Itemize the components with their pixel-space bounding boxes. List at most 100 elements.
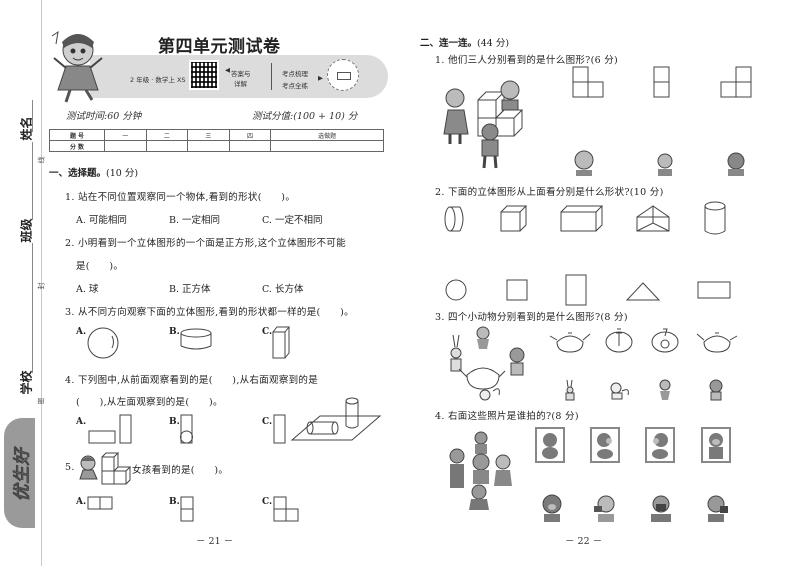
- school-label: 学校: [19, 370, 34, 395]
- question-2-text: 2. 小明看到一个立体图形的一个面是正方形,这个立体图形不可能: [65, 238, 346, 249]
- header-cell-section-3: 三: [187, 129, 230, 141]
- girl-observer-icon: [75, 454, 103, 480]
- q5-option-b-figure: [180, 496, 194, 522]
- triangle-shape: [626, 281, 660, 301]
- banner-separator: [271, 63, 272, 90]
- r-question-3-text: 3. 四个小动物分别看到的是什么图形?(8 分): [435, 312, 628, 323]
- cuboid-icon: [560, 205, 604, 233]
- answer-label-line1: 答案与: [231, 70, 251, 78]
- question-3-text: 3. 从不同方向观察下面的立体图形,看到的形状都一样的是( )。: [65, 307, 354, 318]
- q4-option-b[interactable]: B.: [169, 417, 180, 427]
- qr-code-answers[interactable]: [189, 60, 219, 90]
- brand-logo-text: 优生好: [12, 447, 33, 502]
- section-2-title-text: 二、连一连。: [420, 38, 478, 49]
- section-2-title: 二、连一连。(44 分): [420, 35, 509, 49]
- teapot-side-view-2: [696, 330, 738, 354]
- question-4-text-cont: ( ),从左面观察到的是( )。: [76, 397, 223, 408]
- score-table-header-row: 题 号 一 二 三 四 选做题: [49, 129, 384, 141]
- score-cell[interactable]: [228, 140, 272, 152]
- q5-option-c[interactable]: C.: [262, 497, 273, 507]
- q2-option-a[interactable]: A. 球: [76, 284, 99, 295]
- q4-option-a-figure: [88, 414, 134, 444]
- score-table: 题 号 一 二 三 四 选做题 分 数: [49, 129, 384, 152]
- wide-rectangle-shape: [697, 281, 731, 299]
- photo-monkey-front[interactable]: [701, 427, 731, 463]
- score-cell[interactable]: [187, 140, 230, 152]
- sphere-icon: [86, 326, 120, 360]
- score-table-score-row: 分 数: [49, 140, 384, 152]
- r-question-2-text: 2. 下面的立体图形从上面看分别是什么形状?(10 分): [435, 187, 664, 198]
- review-label-line2: 考点全练: [282, 82, 308, 90]
- teapot-handle-view: [604, 328, 634, 354]
- answer-arrow-icon: ◀: [225, 66, 230, 74]
- animals-around-teapot-scene: [443, 325, 533, 401]
- name-rule: [32, 142, 33, 220]
- header-cell-optional: 选做题: [270, 129, 384, 141]
- photo-monkey-back[interactable]: [535, 427, 565, 463]
- q2-option-b[interactable]: B. 正方体: [169, 284, 211, 295]
- kids-photographing-monkey-scene: [445, 432, 512, 510]
- grade-label: 2 年级 · 数学上 XS: [130, 76, 186, 84]
- triangular-prism-icon: [636, 205, 670, 233]
- monkey-icon: [656, 379, 674, 400]
- page-title: 第四单元测试卷: [158, 37, 281, 57]
- q4-option-a[interactable]: A.: [76, 417, 87, 427]
- tall-cuboid-icon: [272, 326, 292, 360]
- score-cell[interactable]: [270, 140, 384, 152]
- seal-mark-secret: 密: [37, 397, 46, 405]
- r-question-4-text: 4. 右面这些照片是谁拍的?(8 分): [435, 411, 579, 422]
- name-label: 姓名: [19, 116, 34, 141]
- q1-option-a[interactable]: A. 可能相同: [76, 215, 127, 226]
- q3-option-a[interactable]: A.: [76, 327, 87, 337]
- q4-option-c[interactable]: C.: [262, 417, 273, 427]
- question-2-text-cont: 是( )。: [76, 261, 124, 272]
- q1-option-b[interactable]: B. 一定相同: [169, 215, 221, 226]
- q2-option-c[interactable]: C. 长方体: [262, 284, 304, 295]
- kid-girl-side-icon: [652, 152, 676, 176]
- q5-option-a[interactable]: A.: [76, 497, 87, 507]
- q3-option-c[interactable]: C.: [262, 327, 273, 337]
- teapot-side-view-1: [549, 330, 591, 354]
- lying-cylinder-icon: [444, 205, 468, 233]
- teapot-spout-view: [650, 328, 680, 354]
- photographer-monkey-icon: [540, 494, 564, 522]
- test-time: 测试时间:60 分钟: [66, 111, 142, 122]
- q3-option-b[interactable]: B.: [169, 327, 180, 337]
- tall-rectangle-shape: [565, 274, 587, 306]
- review-label-line1: 考点梳理: [282, 70, 308, 78]
- kid-boy-back-icon: [724, 152, 748, 176]
- three-kids-cubes-scene: [440, 78, 540, 170]
- score-cell[interactable]: [104, 140, 147, 152]
- seal-mark-seal: 封: [37, 282, 46, 290]
- cylinders-on-plane-figure: [290, 396, 382, 442]
- kid-girl-front-icon: [572, 150, 596, 176]
- question-1-text: 1. 站在不同位置观察同一个物体,看到的形状( )。: [65, 192, 296, 203]
- photo-monkey-right-side[interactable]: [590, 427, 620, 463]
- test-score: 测试分值:(100 + 10) 分: [252, 111, 358, 122]
- view-shape-l-right: [572, 66, 604, 98]
- question-5-text: 女孩看到的是( )。: [132, 465, 229, 476]
- section-2-points: (44 分): [477, 38, 510, 49]
- photo-monkey-left-side[interactable]: [645, 427, 675, 463]
- header-cell-section-2: 二: [145, 129, 189, 141]
- cube-icon: [500, 205, 528, 233]
- class-label: 班级: [19, 218, 34, 243]
- upright-cylinder-icon: [704, 201, 728, 237]
- header-cell-section-1: 一: [104, 129, 147, 141]
- score-cell[interactable]: [145, 140, 189, 152]
- q5-option-a-figure: [87, 496, 113, 510]
- flat-cylinder-icon: [180, 328, 214, 352]
- seal-mark-line: 线: [37, 156, 46, 164]
- square-shape: [506, 279, 528, 301]
- page-number-left: － 21 －: [196, 536, 234, 547]
- question-5-number: 5.: [65, 462, 75, 473]
- q5-option-b[interactable]: B.: [169, 497, 180, 507]
- q1-option-c[interactable]: C. 一定不相同: [262, 215, 323, 226]
- round-qr-code-review[interactable]: [327, 59, 359, 91]
- rabbit-icon: [563, 379, 577, 401]
- header-cell-question-no: 题 号: [49, 129, 105, 141]
- section-1-title-text: 一、选择题。: [49, 168, 107, 179]
- page-number-right: － 22 －: [565, 536, 603, 547]
- section-1-title: 一、选择题。(10 分): [49, 165, 138, 179]
- q5-option-c-figure: [273, 496, 299, 522]
